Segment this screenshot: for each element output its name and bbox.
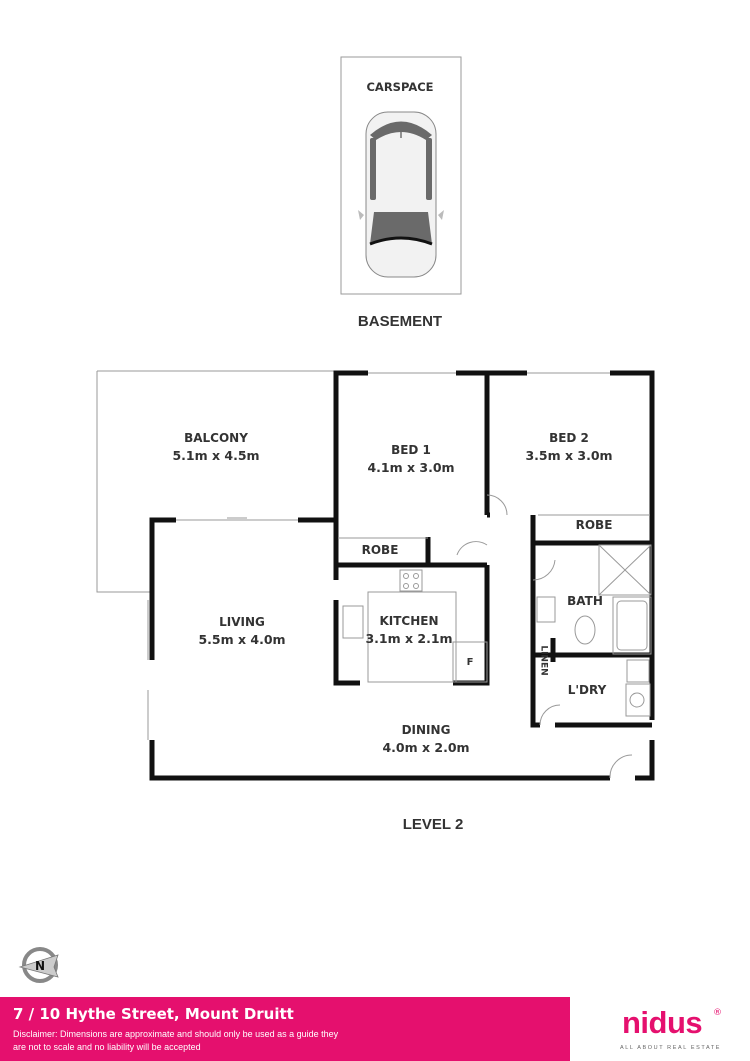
- disclaimer-text: Disclaimer: Dimensions are approximate a…: [13, 1029, 339, 1052]
- room-bath: BATH: [567, 593, 603, 610]
- footer-banner: 7 / 10 Hythe Street, Mount Druitt Discla…: [0, 997, 570, 1061]
- north-compass-icon: N: [18, 947, 59, 983]
- room-bed-2: BED 2 3.5m x 3.0m: [525, 430, 612, 464]
- label-fridge: F: [466, 657, 474, 668]
- room-dims: 5.5m x 4.0m: [198, 632, 286, 647]
- basement-title: BASEMENT: [357, 313, 443, 330]
- room-name: BED 2: [549, 431, 589, 445]
- room-name: DINING: [401, 723, 451, 737]
- room-living: LIVING 5.5m x 4.0m: [198, 614, 285, 648]
- room-dims: 3.1m x 2.1m: [365, 631, 453, 646]
- property-address: 7 / 10 Hythe Street, Mount Druitt: [13, 1005, 294, 1023]
- room-laundry: L'DRY: [568, 682, 607, 699]
- brand-logo: nidus: [622, 1005, 703, 1040]
- room-name: L'DRY: [567, 683, 607, 697]
- brand-tagline: ALL ABOUT REAL ESTATE: [620, 1045, 722, 1051]
- label-linen: LINEN: [538, 645, 549, 676]
- room-name: BATH: [567, 594, 603, 608]
- room-kitchen: KITCHEN 3.1m x 2.1m: [365, 613, 452, 647]
- registered-mark: ®: [713, 1008, 722, 1018]
- svg-text:N: N: [35, 959, 45, 973]
- room-dims: 3.5m x 3.0m: [525, 448, 613, 463]
- room-dims: 4.1m x 3.0m: [367, 460, 455, 475]
- balcony-outline: [96, 370, 334, 593]
- carspace-label: CARSPACE: [366, 80, 434, 94]
- room-name: KITCHEN: [379, 614, 439, 628]
- walls: [149, 370, 655, 781]
- room-dims: 5.1m x 4.5m: [172, 448, 260, 463]
- room-name: LIVING: [219, 615, 265, 629]
- label-robe-bed2: ROBE: [575, 518, 613, 532]
- room-name: BALCONY: [184, 431, 248, 445]
- carspace-outline: [340, 56, 462, 295]
- room-name: BED 1: [391, 443, 431, 457]
- room-dims: 4.0m x 2.0m: [382, 740, 470, 755]
- room-balcony: BALCONY 5.1m x 4.5m: [172, 430, 259, 464]
- floor-plan-drawing: N: [18, 56, 655, 983]
- label-robe-bed1: ROBE: [361, 543, 399, 557]
- room-bed-1: BED 1 4.1m x 3.0m: [367, 442, 454, 476]
- car-icon: [358, 111, 444, 278]
- level-title: LEVEL 2: [402, 816, 464, 833]
- room-dining: DINING 4.0m x 2.0m: [382, 722, 469, 756]
